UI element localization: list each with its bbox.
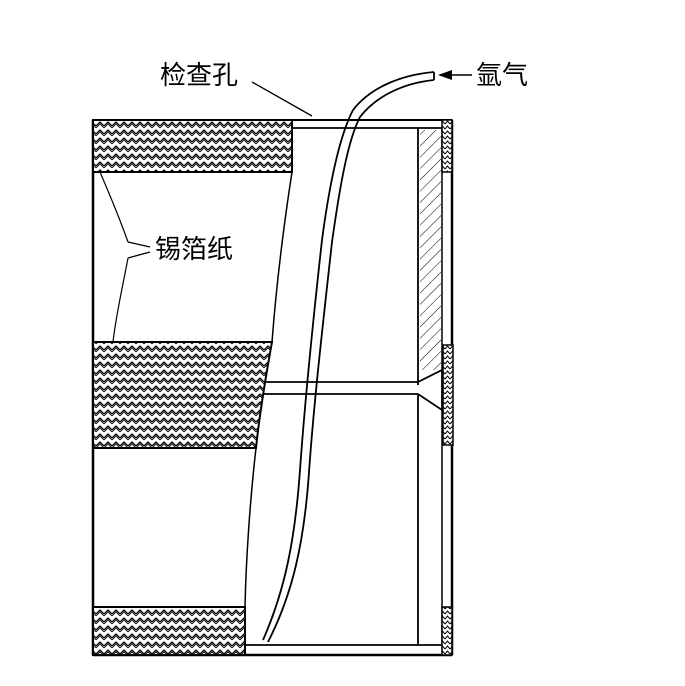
- bottom-sleeve: [92, 606, 246, 656]
- tin-foil-lines: [99, 171, 129, 343]
- argon-label: 氩气: [476, 61, 528, 91]
- weld-joint: [262, 344, 454, 446]
- inspection-hole-label: 检查孔: [160, 61, 238, 91]
- inspection-hole-leader: [251, 81, 313, 117]
- top-right-sleeve: [441, 119, 453, 173]
- tin-foil-label: 锡箔纸: [155, 235, 233, 265]
- top-sleeve: [92, 119, 293, 173]
- argon-tube: [262, 71, 435, 643]
- bottom-right-sleeve: [441, 606, 453, 656]
- argon-arrow: [438, 70, 472, 80]
- tin-foil-edge: [244, 171, 293, 608]
- tin-foil-leader: [127, 241, 151, 259]
- middle-sleeve: [92, 341, 274, 449]
- right-lining-hatch: [420, 130, 441, 370]
